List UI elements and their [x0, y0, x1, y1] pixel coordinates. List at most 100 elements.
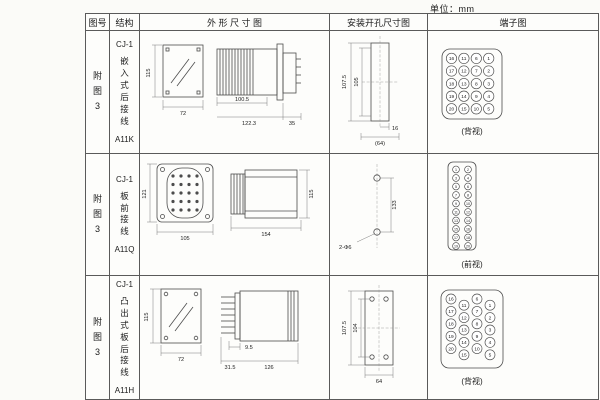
terminal-pin: [464, 165, 472, 174]
terminal-pin: [458, 324, 470, 336]
terminal-pin: [458, 337, 470, 348]
terminal-pin: [452, 191, 460, 199]
terminal-pin: [483, 103, 495, 115]
dim-label: 9.5: [245, 345, 253, 351]
side-view: [216, 43, 301, 101]
terminal-pin: [483, 53, 495, 65]
terminal-pin: [452, 216, 460, 225]
structure-desc: 板前接线: [120, 190, 129, 237]
terminal-pin: [458, 53, 470, 65]
front-view: [162, 44, 203, 98]
dimension-lines: [347, 42, 399, 140]
terminal-pin: [458, 349, 470, 361]
terminal-pin: [452, 225, 460, 233]
dimension-lines: [230, 169, 310, 231]
terminal-pin: [452, 199, 460, 208]
terminal-pin-number: 16: [466, 227, 470, 231]
dim-label: 122.3: [242, 121, 256, 127]
terminal-pin-number: 5: [487, 107, 490, 113]
terminal-pin-number: 4: [487, 94, 490, 100]
terminal-pin: [464, 191, 472, 199]
terminal-pin-number: 14: [461, 94, 467, 100]
terminal-pin: [464, 199, 472, 208]
terminal-pin: [484, 312, 496, 324]
side-view-with-pins: [220, 290, 298, 342]
dim-label: 107.5: [342, 321, 348, 335]
dimension-lines: [356, 177, 394, 242]
spec-table: 图号 结构 外 形 尺 寸 图 安装开孔尺寸图 端子图 附图3 CJ-1 嵌入式…: [85, 13, 599, 400]
terminal-pin-number: 3: [455, 176, 457, 180]
terminal-pin: [445, 306, 457, 317]
dim-label: 115: [146, 68, 152, 77]
fig-no-label: 附图3: [92, 70, 102, 112]
terminal-pin-number: 19: [454, 244, 458, 248]
terminal-pin: [445, 65, 458, 77]
model-label: CJ-1: [116, 40, 133, 50]
terminal-pin-number: 4: [489, 340, 492, 346]
terminal-pin: [445, 293, 457, 305]
terminal-pin: [445, 103, 458, 115]
terminal-pin-number: 3: [489, 328, 492, 334]
dim-label: (64): [375, 141, 385, 147]
terminal-pin-number: 1: [455, 168, 457, 172]
mounting-drawing-a11q: 133 2-Φ6: [339, 163, 398, 251]
dimension-lines: [146, 163, 213, 235]
dim-label: 105: [354, 77, 360, 86]
terminal-pin-number: 8: [476, 322, 479, 328]
terminal-pin-number: 16: [449, 56, 455, 62]
terminal-pin: [470, 78, 482, 90]
terminal-pin: [464, 233, 472, 242]
dim-label: 104: [353, 323, 359, 332]
terminal-pin: [471, 293, 483, 305]
terminal-pin-number: 9: [455, 202, 457, 206]
terminal-pin: [464, 208, 472, 216]
structure-cell: CJ-1 板前接线 A11Q: [110, 153, 140, 277]
terminal-pin: [471, 331, 483, 342]
terminal-view-label: (背视): [461, 127, 483, 137]
terminal-pin: [484, 349, 496, 361]
fig-no-label: 附图3: [92, 193, 102, 235]
header-fig-no: 图号: [86, 14, 110, 31]
terminal-pin: [452, 242, 460, 250]
terminal-pin-number: 6: [475, 56, 478, 62]
dim-label: 121: [142, 189, 148, 198]
terminal-view-label: (前视): [461, 259, 483, 269]
terminal-pin: [483, 78, 495, 90]
dim-label: 107.5: [342, 75, 348, 89]
terminal-pin: [471, 306, 483, 317]
terminal-pin-number: 13: [461, 82, 467, 88]
terminal-view-label: (背视): [461, 377, 483, 387]
front-view: [156, 163, 213, 222]
terminal-pin: [464, 174, 472, 182]
terminal-pin: [445, 343, 457, 355]
structure-cell: CJ-1 嵌入式后接线 A11K: [110, 31, 140, 154]
side-view: [230, 169, 297, 218]
terminal-pin-number: 9: [475, 94, 478, 100]
terminal-pin-number: 10: [474, 107, 480, 113]
terminal-pin: [471, 318, 483, 330]
terminal-pin-number: 1: [487, 56, 490, 62]
terminal-pin: [458, 65, 470, 77]
terminal-pin: [484, 324, 496, 336]
mounting-cell: 107.5 105 16 (64): [330, 31, 428, 154]
dim-label: 72: [177, 357, 183, 363]
structure-desc: 嵌入式后接线: [120, 56, 129, 126]
terminal-pin-number: 15: [461, 107, 467, 113]
terminal-pin-number: 5: [455, 185, 457, 189]
terminal-pin-number: 18: [466, 236, 470, 240]
model-label: CJ-1: [116, 174, 133, 184]
terminal-pin-number: 14: [461, 340, 467, 346]
terminal-pin-number: 12: [461, 69, 467, 75]
terminal-pin-number: 1: [489, 303, 492, 309]
dimension-lines: [347, 290, 393, 378]
dim-label: 133: [392, 200, 398, 209]
terminal-pin-number: 11: [454, 210, 458, 214]
dim-label: 72: [179, 111, 185, 117]
outline-cell: 115 72 100.5 122.3: [140, 31, 330, 154]
header-structure: 结构: [110, 14, 140, 31]
terminal-pin-number: 17: [454, 236, 458, 240]
